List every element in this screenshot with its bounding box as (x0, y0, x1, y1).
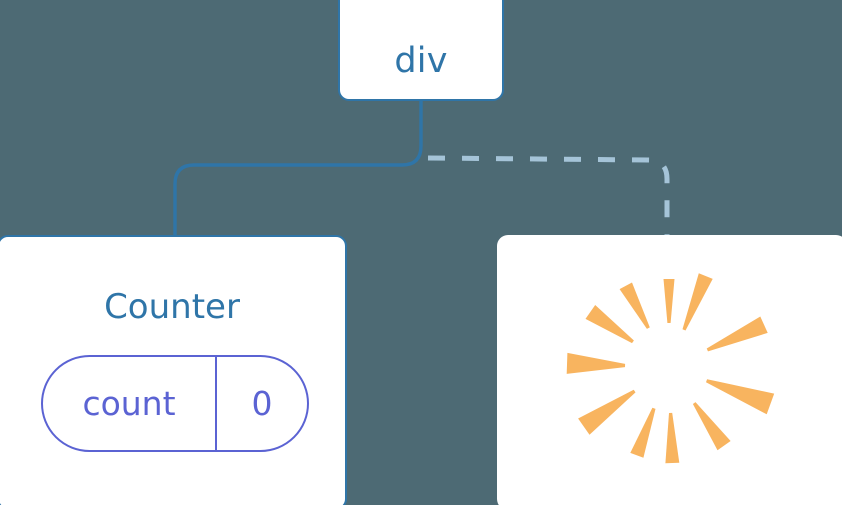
spinner-ray-5 (578, 389, 636, 435)
spinner-ray-2 (619, 282, 650, 329)
state-pill-value: 0 (251, 384, 273, 423)
node-counter-label: Counter (104, 287, 240, 327)
spinner-ray-4 (566, 352, 626, 374)
spinner-ray-6 (630, 407, 656, 458)
spinner-ray-1 (663, 279, 675, 323)
state-pill-key: count (43, 357, 217, 450)
node-loading[interactable] (497, 235, 842, 505)
starburst-spinner-icon (497, 235, 842, 505)
spinner-ray-3 (585, 305, 634, 344)
spinner-ray-0 (682, 273, 713, 331)
spinner-ray-10 (706, 316, 768, 352)
spinner-ray-9 (706, 379, 775, 415)
spinner-ray-8 (692, 402, 731, 451)
edge-div-to-loading (427, 155, 670, 236)
node-counter[interactable]: Counter count 0 (0, 235, 347, 505)
spinner-ray-7 (665, 412, 680, 464)
edge-div-to-counter (173, 98, 423, 238)
state-pill-count[interactable]: count 0 (41, 355, 309, 452)
spinner-rays (566, 273, 775, 464)
node-div-label: div (394, 41, 448, 81)
node-div[interactable]: div (338, 0, 504, 101)
